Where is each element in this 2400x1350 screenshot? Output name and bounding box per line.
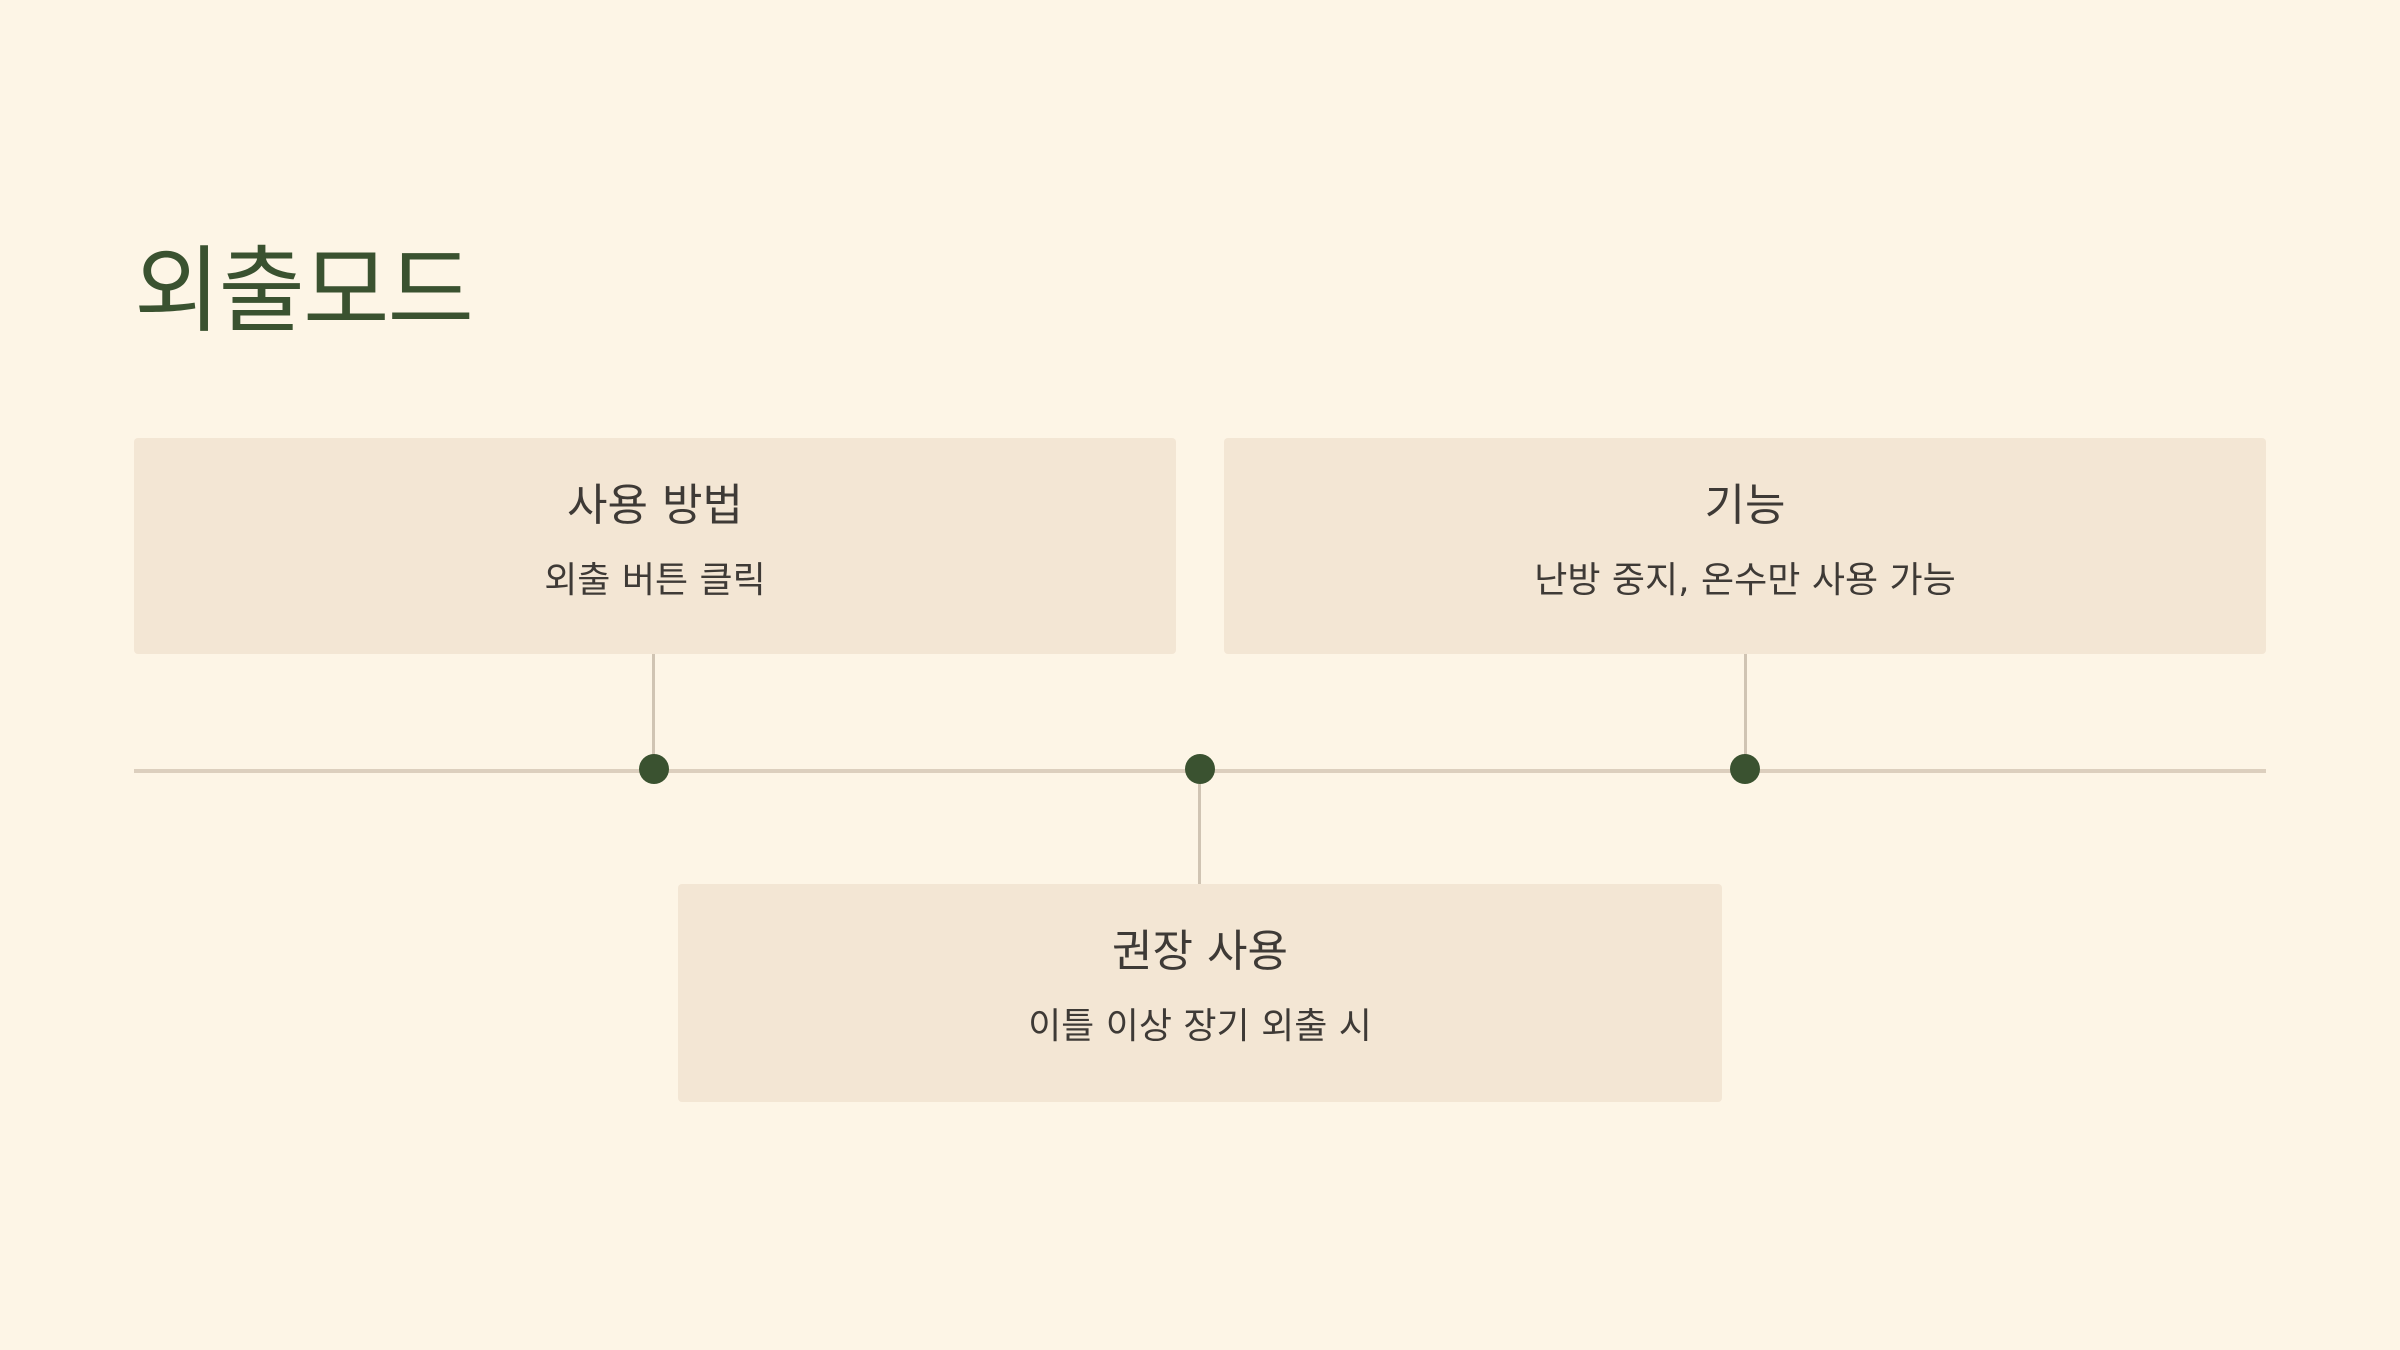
timeline-card-function: 기능 난방 중지, 온수만 사용 가능 (1224, 438, 2266, 654)
card-title: 기능 (1704, 480, 1786, 531)
connector-line (1198, 784, 1201, 884)
card-description: 난방 중지, 온수만 사용 가능 (1534, 560, 1956, 601)
card-description: 이틀 이상 장기 외출 시 (1028, 1006, 1372, 1047)
timeline-card-recommended: 권장 사용 이틀 이상 장기 외출 시 (678, 884, 1722, 1102)
connector-line (652, 654, 655, 769)
page-title: 외출모드 (134, 237, 474, 346)
card-description: 외출 버튼 클릭 (544, 560, 766, 601)
card-title: 권장 사용 (1112, 926, 1288, 977)
timeline-card-usage: 사용 방법 외출 버튼 클릭 (134, 438, 1176, 654)
timeline-dot (639, 754, 669, 784)
card-title: 사용 방법 (567, 480, 743, 531)
timeline-dot (1730, 754, 1760, 784)
connector-line (1744, 654, 1747, 769)
timeline-dot (1185, 754, 1215, 784)
